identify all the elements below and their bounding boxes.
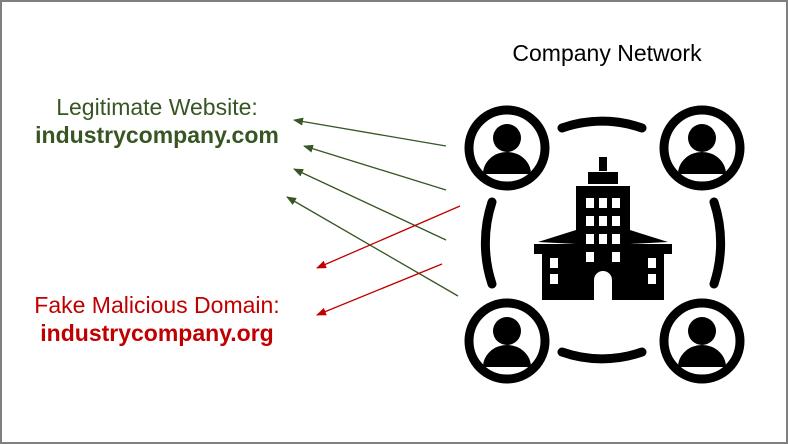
legit-arrow-1 — [293, 117, 447, 147]
legit-arrow-4 — [286, 196, 459, 297]
fake-arrow-1 — [316, 205, 461, 269]
fake-domain-label: Fake Malicious Domain: — [34, 292, 280, 318]
user-avatar-icon-bottom-right — [659, 298, 745, 384]
user-avatar-icon-top-left — [464, 105, 550, 191]
user-avatar-icon-bottom-left — [464, 298, 550, 384]
legit-arrow-3 — [293, 168, 447, 241]
network-ring — [480, 116, 726, 364]
legit-arrow-2 — [303, 144, 447, 191]
legitimate-traffic-arrows — [286, 117, 459, 297]
user-avatar-icon-top-right — [659, 105, 745, 191]
fake-arrow-2 — [316, 263, 443, 316]
legitimate-domain: industrycompany.com — [35, 121, 279, 148]
fake-domain: industrycompany.org — [40, 319, 274, 346]
malicious-traffic-arrows — [316, 205, 461, 316]
office-building-icon — [534, 157, 672, 300]
company-network-title: Company Network — [512, 40, 702, 66]
legitimate-website-label-block: Legitimate Website: industrycompany.com — [12, 94, 302, 149]
fake-domain-label-block: Fake Malicious Domain: industrycompany.o… — [7, 292, 307, 347]
legitimate-website-label: Legitimate Website: — [56, 94, 258, 120]
